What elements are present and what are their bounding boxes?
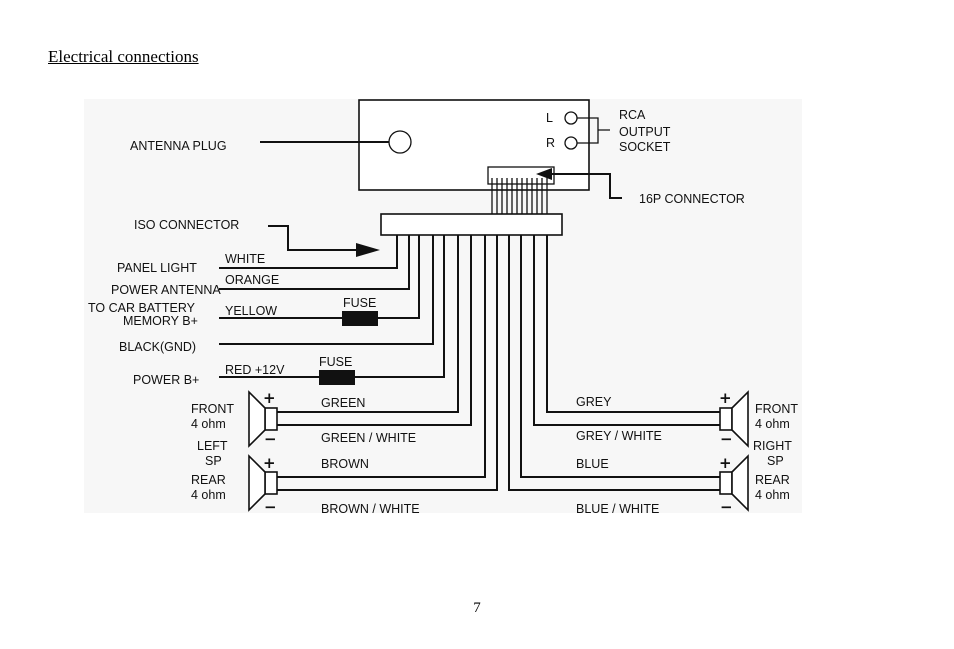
plus-icon: + [263,454,276,472]
power-b-label: POWER B+ [133,373,199,387]
plus-icon: + [719,389,732,407]
brown-wire [277,235,486,478]
yellow-wire [219,235,420,319]
rear-right-label-line2: 4 ohm [755,488,790,502]
fuse-2-icon [319,370,355,385]
blue-white-wire [508,235,720,491]
rear-right-label-line1: REAR [755,473,790,487]
rear-right-speaker-icon [719,454,749,512]
right-sp-label-line2: SP [767,454,784,468]
page-number: 7 [473,600,481,616]
grey-white-wire [533,235,720,426]
black-gnd-label: BLACK(GND) [119,340,196,354]
green-white-wire [277,235,472,426]
blue-wire [520,235,720,478]
iso-connector-block [380,213,563,236]
16p-pointer-line [548,173,622,199]
rca-l-label: L [546,111,553,125]
right-sp-label-line1: RIGHT [753,439,792,453]
car-battery-label-line1: TO CAR BATTERY [88,301,196,315]
plus-icon: + [263,389,276,407]
page-heading: Electrical connections [48,47,199,66]
front-right-speaker-icon [719,390,749,448]
minus-icon: − [720,498,733,516]
plus-icon: + [719,454,732,472]
grey-white-label: GREY / WHITE [576,429,662,443]
orange-label: ORANGE [225,273,279,287]
fuse-2-label: FUSE [319,355,352,369]
minus-icon: − [720,430,733,448]
red-12v-label: RED +12V [225,363,285,377]
front-right-label-line1: FRONT [755,402,798,416]
antenna-plug-label: ANTENNA PLUG [130,139,227,153]
yellow-label: YELLOW [225,304,277,318]
car-battery-label-line2: MEMORY B+ [123,314,198,328]
rca-label-line1: RCA [619,108,646,122]
rear-left-speaker-icon [248,454,278,512]
rear-left-label-line1: REAR [191,473,226,487]
iso-arrow-icon [356,243,380,257]
front-left-label-line2: 4 ohm [191,417,226,431]
rca-bracket [577,117,610,144]
iso-pointer-line [268,225,358,251]
16p-connector-block [487,166,555,185]
panel-light-label: PANEL LIGHT [117,261,197,275]
front-left-label-line1: FRONT [191,402,234,416]
brown-label: BROWN [321,457,369,471]
16p-arrow-icon [536,168,552,180]
green-wire [277,235,459,413]
fuse-1-label: FUSE [343,296,376,310]
rear-left-label-line2: 4 ohm [191,488,226,502]
iso-connector-label: ISO CONNECTOR [134,218,239,232]
front-left-speaker-icon [248,390,278,448]
green-label: GREEN [321,396,365,410]
orange-wire [219,235,410,290]
left-sp-label-line2: SP [205,454,222,468]
red-wire [219,235,445,378]
minus-icon: − [264,430,277,448]
fuse-1-icon [342,311,378,326]
rca-r-label: R [546,136,555,150]
rca-label-line3: SOCKET [619,140,671,154]
green-white-label: GREEN / WHITE [321,431,416,445]
blue-label: BLUE [576,457,609,471]
power-antenna-label: POWER ANTENNA [111,283,221,297]
front-right-label-line2: 4 ohm [755,417,790,431]
16p-connector-pins [491,178,548,215]
grey-wire [546,235,720,413]
16p-connector-label: 16P CONNECTOR [639,192,745,206]
minus-icon: − [264,498,277,516]
grey-label: GREY [576,395,612,409]
left-sp-label-line1: LEFT [197,439,228,453]
rca-label-line2: OUTPUT [619,125,671,139]
black-wire [219,235,434,345]
white-wire [219,235,398,269]
white-label: WHITE [225,252,265,266]
brown-white-wire [277,235,498,491]
brown-white-label: BROWN / WHITE [321,502,420,516]
blue-white-label: BLUE / WHITE [576,502,659,516]
